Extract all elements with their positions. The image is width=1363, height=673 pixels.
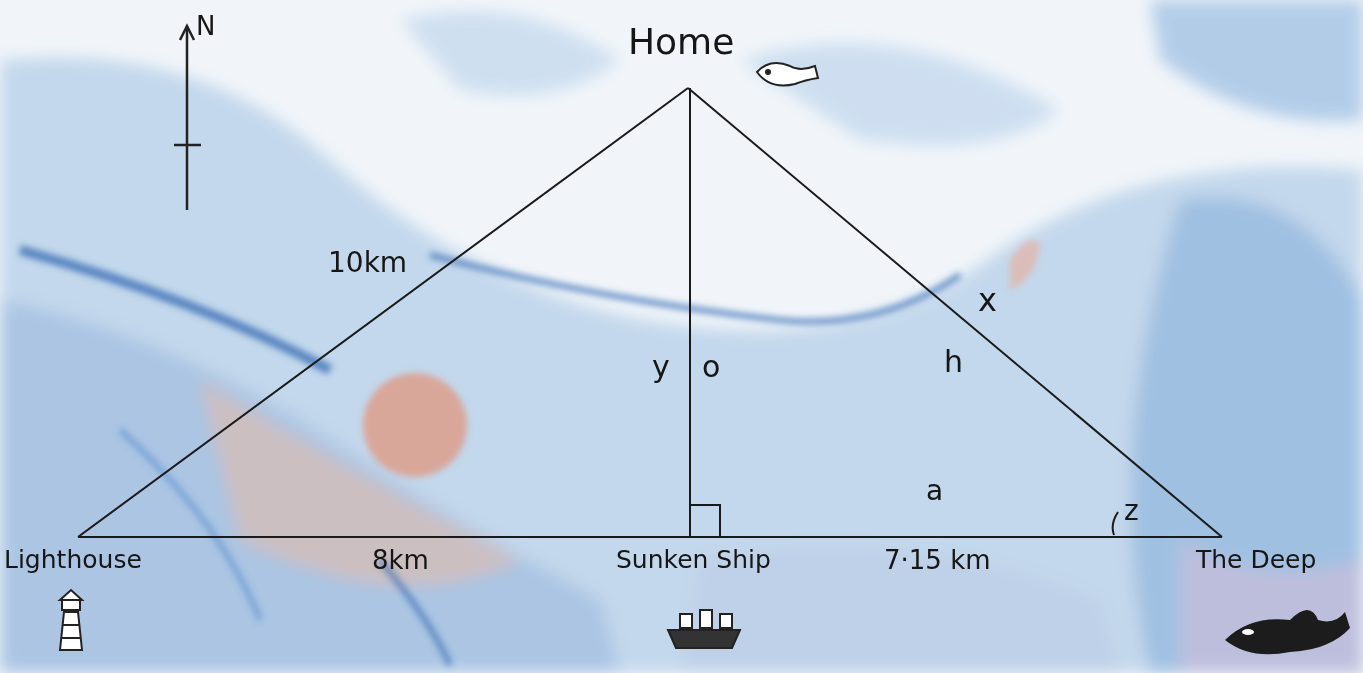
north-label: N (196, 12, 215, 41)
distance-label: 8km (372, 546, 429, 575)
distance-label: 7·15 km (884, 546, 991, 575)
ship-icon (668, 610, 740, 648)
side-label: h (944, 345, 963, 378)
place-label: Home (628, 22, 734, 62)
side-label: a (926, 476, 943, 507)
side-label: x (978, 283, 997, 318)
place-label: Sunken Ship (616, 546, 771, 574)
whale-icon (757, 63, 818, 85)
angle-label: z (1124, 496, 1139, 527)
triangle (78, 88, 1222, 537)
side-label: y (652, 350, 670, 383)
lighthouse-icon (60, 590, 82, 650)
angle-label: o (702, 350, 720, 383)
north-arrow (174, 26, 201, 210)
place-label: The Deep (1196, 546, 1316, 574)
place-label: Lighthouse (4, 546, 142, 574)
orca-icon (1225, 610, 1350, 654)
distance-label: 10km (328, 248, 407, 279)
